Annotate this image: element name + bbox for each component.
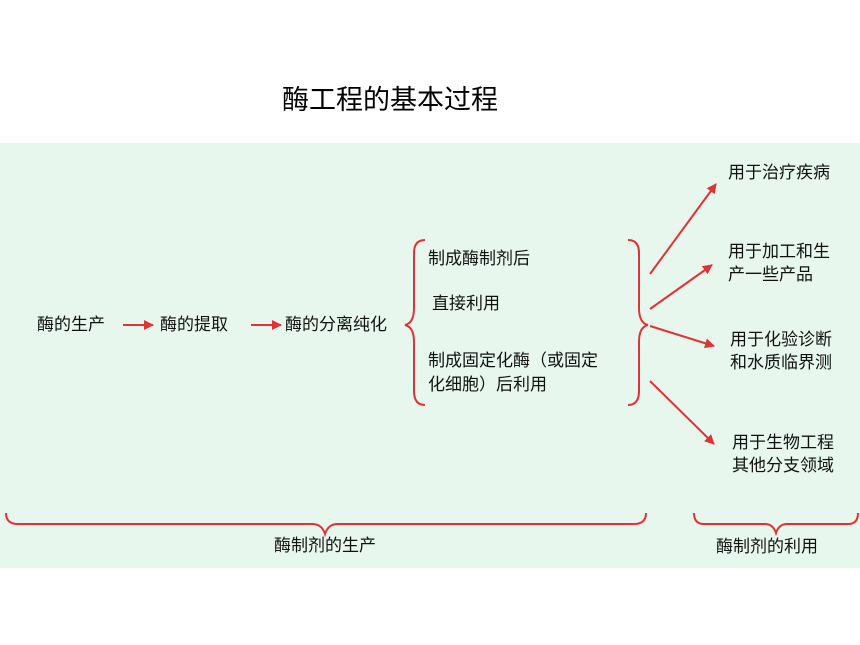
arrow-to-use-1 (649, 183, 717, 275)
use-bioengineering-line-2: 其他分支领域 (732, 456, 834, 476)
method-immobilized-line-1: 制成固定化酶（或固定 (428, 351, 598, 371)
method-immobilized-line-2: 化细胞）后利用 (428, 375, 547, 395)
diagram-panel: 酶的生产 酶的提取 酶的分离纯化 制成酶制剂后 直接利用 制成固定化酶（或固定 … (0, 143, 860, 568)
method-enzyme-preparation: 制成酶制剂后 (428, 249, 530, 269)
use-processing-line-1: 用于加工和生 (728, 242, 830, 262)
use-diagnosis-line-2: 和水质临界测 (730, 353, 832, 373)
bottom-brace-production (5, 512, 647, 538)
use-processing-line-2: 产一些产品 (728, 265, 813, 285)
bottom-brace-utilization (693, 512, 859, 537)
diagram-title: 酶工程的基本过程 (282, 85, 498, 116)
stage-purification: 酶的分离纯化 (285, 315, 387, 335)
use-treatment: 用于治疗疾病 (728, 163, 830, 183)
connector-layer (5, 183, 859, 538)
right-brace (627, 239, 649, 406)
method-direct-use: 直接利用 (432, 294, 500, 314)
arrow-to-use-4 (649, 380, 715, 445)
stage-production: 酶的生产 (37, 315, 105, 335)
use-diagnosis-line-1: 用于化验诊断 (730, 330, 832, 350)
stage-extraction: 酶的提取 (160, 315, 228, 335)
section-label-production: 酶制剂的生产 (274, 536, 376, 556)
arrow-to-use-3 (649, 325, 715, 349)
left-brace (404, 239, 426, 406)
arrow-to-use-2 (649, 264, 713, 310)
section-label-utilization: 酶制剂的利用 (716, 537, 818, 557)
use-bioengineering-line-1: 用于生物工程 (732, 433, 834, 453)
